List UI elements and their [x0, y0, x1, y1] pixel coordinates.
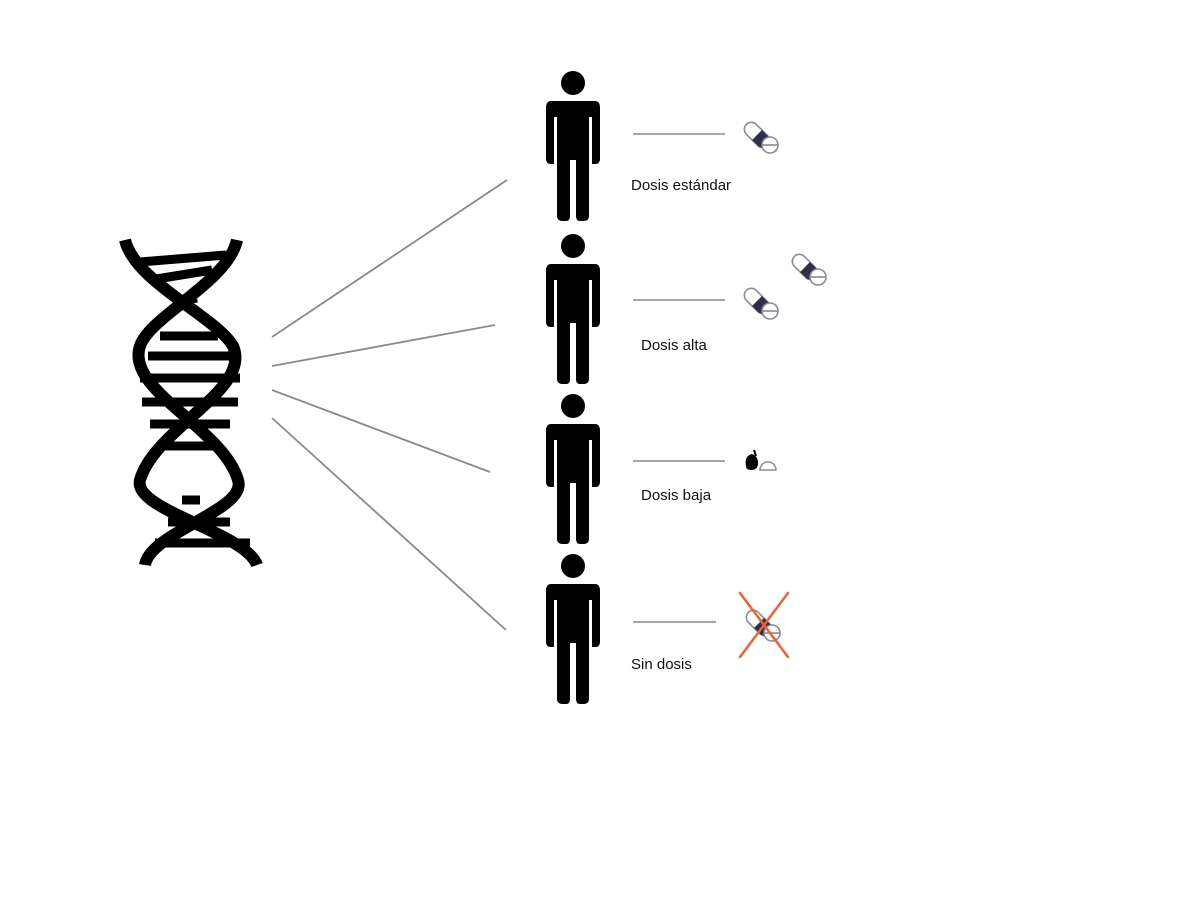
label-none: Sin dosis: [631, 656, 692, 673]
connector-high: [271, 324, 496, 367]
people: [546, 71, 600, 704]
capsule-pill-icon: [788, 250, 827, 286]
label-standard: Dosis estándar: [631, 177, 732, 194]
label-high: Dosis alta: [641, 337, 707, 354]
connector-low: [271, 389, 491, 473]
dose-lines: [633, 133, 725, 623]
dna-connectors: [271, 179, 508, 631]
pills: [738, 118, 827, 659]
person-icon: [546, 234, 600, 384]
connector-standard: [271, 179, 508, 338]
capsule-pill-icon: [740, 118, 779, 154]
tablet-icon: [744, 449, 777, 471]
person-icon: [546, 394, 600, 544]
cross-icon: [738, 591, 790, 659]
dna-icon: [119, 238, 263, 568]
person-icon: [546, 71, 600, 221]
capsule-pill-icon: [740, 284, 779, 320]
person-icon: [546, 554, 600, 704]
label-low: Dosis baja: [641, 487, 712, 504]
connector-none: [271, 417, 507, 631]
